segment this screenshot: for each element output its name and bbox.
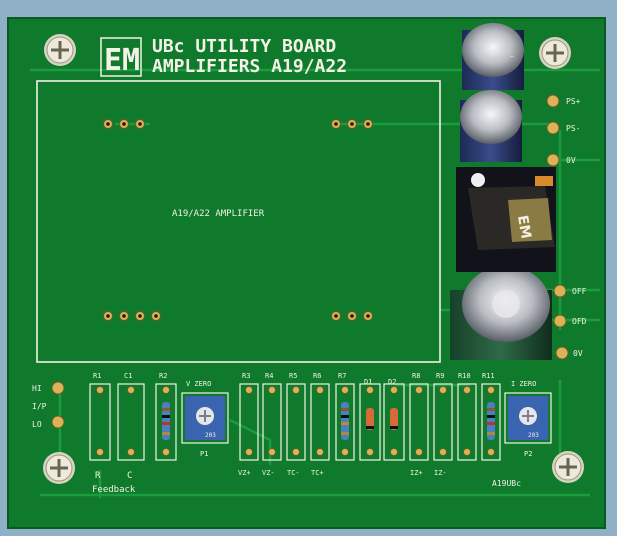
board-title-line2: AMPLIFIERS A19/A22 bbox=[152, 56, 347, 77]
screw-bottom-right bbox=[552, 451, 584, 483]
label-r8: R8 bbox=[412, 372, 420, 380]
label-r7: R7 bbox=[338, 372, 346, 380]
resistor-r2 bbox=[162, 402, 170, 440]
label-c-bottom: C bbox=[127, 471, 132, 481]
diode-d2 bbox=[390, 408, 398, 430]
label-r1: R1 bbox=[93, 372, 101, 380]
svg-text:EM: EM bbox=[514, 214, 534, 240]
module-header-holes bbox=[106, 122, 370, 318]
trimmer-p2: 203 bbox=[504, 392, 552, 444]
capacitor-green-large bbox=[450, 266, 552, 360]
label-tc-plus: TC+ bbox=[311, 469, 324, 477]
terminal-ps-minus-label: PS- bbox=[566, 124, 580, 133]
label-r5: R5 bbox=[289, 372, 297, 380]
terminal-lo-label: LO bbox=[32, 420, 42, 429]
capacitor-blue-middle bbox=[460, 90, 522, 162]
label-i-zero: I ZERO bbox=[511, 380, 536, 388]
label-vz-plus: VZ+ bbox=[238, 469, 251, 477]
label-p2: P2 bbox=[524, 450, 532, 458]
right-terminal-labels: PS+ PS- 0V OFF OFD 0V bbox=[566, 97, 587, 358]
label-r10: R10 bbox=[458, 372, 471, 380]
component-bottom-labels: R C P1 VZ+ VZ- TC- TC+ IZ+ IZ- P2 bbox=[95, 450, 532, 481]
screw-bottom-left bbox=[43, 452, 75, 484]
screw-top-right bbox=[539, 37, 571, 69]
terminal-0v-top-label: 0V bbox=[566, 156, 576, 165]
svg-text:—: — bbox=[510, 53, 514, 60]
trimmer-p2-code: 203 bbox=[528, 432, 539, 439]
diode-d1 bbox=[366, 408, 374, 430]
resistor-r7 bbox=[341, 402, 349, 440]
right-terminals bbox=[546, 94, 569, 360]
model-label: A19UBc bbox=[492, 479, 521, 488]
footprint-pads bbox=[96, 386, 495, 456]
label-c1: C1 bbox=[124, 372, 132, 380]
capacitor-blue-top: — bbox=[462, 23, 524, 90]
amplifier-module-outline bbox=[36, 80, 441, 363]
logo-text: EM bbox=[104, 43, 140, 78]
left-terminals bbox=[51, 381, 65, 429]
terminal-ofd-label: OFD bbox=[572, 317, 587, 326]
feedback-label: Feedback bbox=[92, 485, 136, 495]
label-r6: R6 bbox=[313, 372, 321, 380]
terminal-0v-bottom-label: 0V bbox=[573, 349, 583, 358]
label-r9: R9 bbox=[436, 372, 444, 380]
label-iz-minus: IZ- bbox=[434, 469, 447, 477]
terminal-ps-plus-label: PS+ bbox=[566, 97, 581, 106]
terminal-ip-label: I/P bbox=[32, 402, 47, 411]
trimmer-p1: 203 bbox=[181, 392, 229, 444]
label-r11: R11 bbox=[482, 372, 495, 380]
label-r2: R2 bbox=[159, 372, 167, 380]
label-d2: D2 bbox=[388, 378, 396, 386]
component-top-labels: R1 C1 R2 V ZERO R3 R4 R5 R6 R7 D1 D2 R8 … bbox=[93, 372, 536, 388]
black-relay: EM bbox=[456, 167, 556, 272]
label-vz-minus: VZ- bbox=[262, 469, 275, 477]
em-logo: EM bbox=[100, 37, 142, 78]
terminal-hi-label: HI bbox=[32, 384, 42, 393]
label-iz-plus: IZ+ bbox=[410, 469, 423, 477]
pcb-board-shade bbox=[7, 17, 606, 529]
mounting-screws bbox=[43, 34, 584, 484]
label-r-bottom: R bbox=[95, 471, 101, 481]
label-p1: P1 bbox=[200, 450, 208, 458]
label-d1: D1 bbox=[364, 378, 372, 386]
resistor-r11 bbox=[487, 402, 495, 440]
screw-top-left bbox=[44, 34, 76, 66]
label-r4: R4 bbox=[265, 372, 273, 380]
terminal-off-label: OFF bbox=[572, 287, 587, 296]
module-label: A19/A22 AMPLIFIER bbox=[172, 209, 265, 219]
component-footprints bbox=[89, 383, 501, 461]
board-title-line1: UBc UTILITY BOARD bbox=[152, 36, 336, 57]
label-r3: R3 bbox=[242, 372, 250, 380]
label-tc-minus: TC- bbox=[287, 469, 300, 477]
label-v-zero: V ZERO bbox=[186, 380, 211, 388]
trimmer-p1-code: 203 bbox=[205, 432, 216, 439]
